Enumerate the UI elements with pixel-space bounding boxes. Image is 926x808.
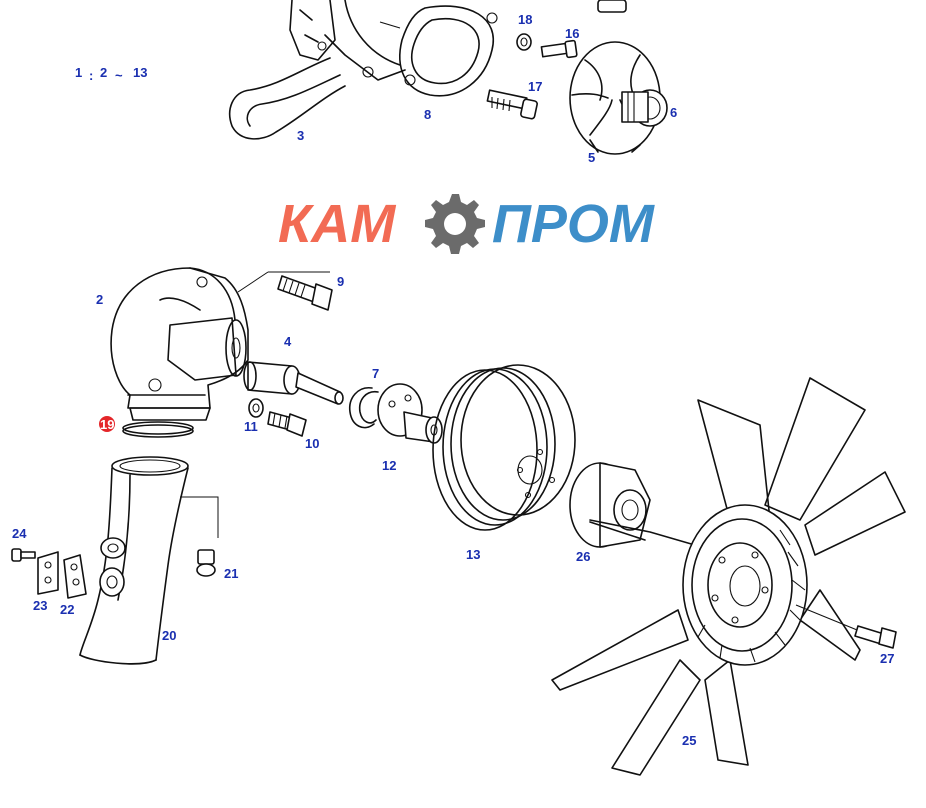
note-separator: :	[89, 68, 93, 83]
callout-3: 3	[297, 128, 304, 143]
callout-8: 8	[424, 107, 431, 122]
hose-part-3	[228, 57, 346, 140]
note-part-b: 2	[100, 65, 107, 80]
pulley-part-13	[432, 364, 576, 531]
note-part-c: 13	[133, 65, 147, 80]
highlight-marker	[99, 416, 115, 432]
washer-part-18	[516, 33, 532, 51]
callout-13: 13	[466, 547, 480, 562]
seal-part-6	[621, 89, 668, 127]
bolt-top-corner	[597, 0, 627, 13]
callout-17: 17	[528, 79, 542, 94]
brand-left-text: КАМ	[278, 194, 396, 254]
callout-9: 9	[337, 274, 344, 289]
callout-18: 18	[518, 12, 532, 27]
callout-19: 19	[99, 416, 115, 432]
brand-right-text: ПРОМ	[492, 194, 655, 254]
bolt-part-27	[854, 625, 897, 649]
water-pump-part-2	[110, 267, 249, 421]
o-ring-part-19	[122, 421, 194, 438]
callout-11: 11	[244, 419, 258, 434]
callout-24: 24	[12, 526, 27, 541]
callout-19-text: 19	[100, 417, 114, 432]
bolt-part-10	[267, 411, 307, 437]
callout-6: 6	[670, 105, 677, 120]
note-part-a: 1	[75, 65, 82, 80]
fan-part-25	[551, 377, 906, 776]
callout-5: 5	[588, 150, 595, 165]
spacer-part-26	[569, 462, 713, 551]
plate-part-23	[37, 551, 59, 595]
hub-part-12	[377, 383, 443, 444]
note-tilde: ~	[115, 68, 123, 83]
pipe-part-20	[79, 456, 219, 665]
callout-12: 12	[382, 458, 396, 473]
callout-16: 16	[565, 26, 579, 41]
plug-part-21	[196, 549, 216, 577]
brand-logo: КАМ ПРОМ	[278, 194, 655, 254]
callout-25: 25	[682, 733, 696, 748]
callout-2: 2	[96, 292, 103, 307]
callout-23: 23	[33, 598, 47, 613]
callout-10: 10	[305, 436, 319, 451]
gasket-part-8	[379, 5, 498, 97]
callout-22: 22	[60, 602, 74, 617]
gear-icon	[425, 194, 485, 254]
callout-4: 4	[284, 334, 292, 349]
pump-housing-top	[289, 0, 406, 81]
reference-note: 1 : 2 ~ 13	[75, 65, 147, 83]
callout-21: 21	[224, 566, 238, 581]
callout-7: 7	[372, 366, 379, 381]
plate-part-22	[63, 554, 87, 599]
callout-20: 20	[162, 628, 176, 643]
callout-labels: 2 3 4 5 6 7 8 9 10 11 12 13 16 17 18 19 …	[12, 12, 894, 748]
bolt-part-9	[237, 271, 333, 311]
callout-27: 27	[880, 651, 894, 666]
callout-26: 26	[576, 549, 590, 564]
bolt-part-17	[486, 89, 538, 120]
bolt-part-24	[11, 548, 36, 562]
bolt-part-16	[540, 39, 578, 59]
shaft-part-4	[243, 361, 344, 405]
clip-part-7	[348, 387, 379, 429]
washer-part-11	[248, 398, 264, 418]
